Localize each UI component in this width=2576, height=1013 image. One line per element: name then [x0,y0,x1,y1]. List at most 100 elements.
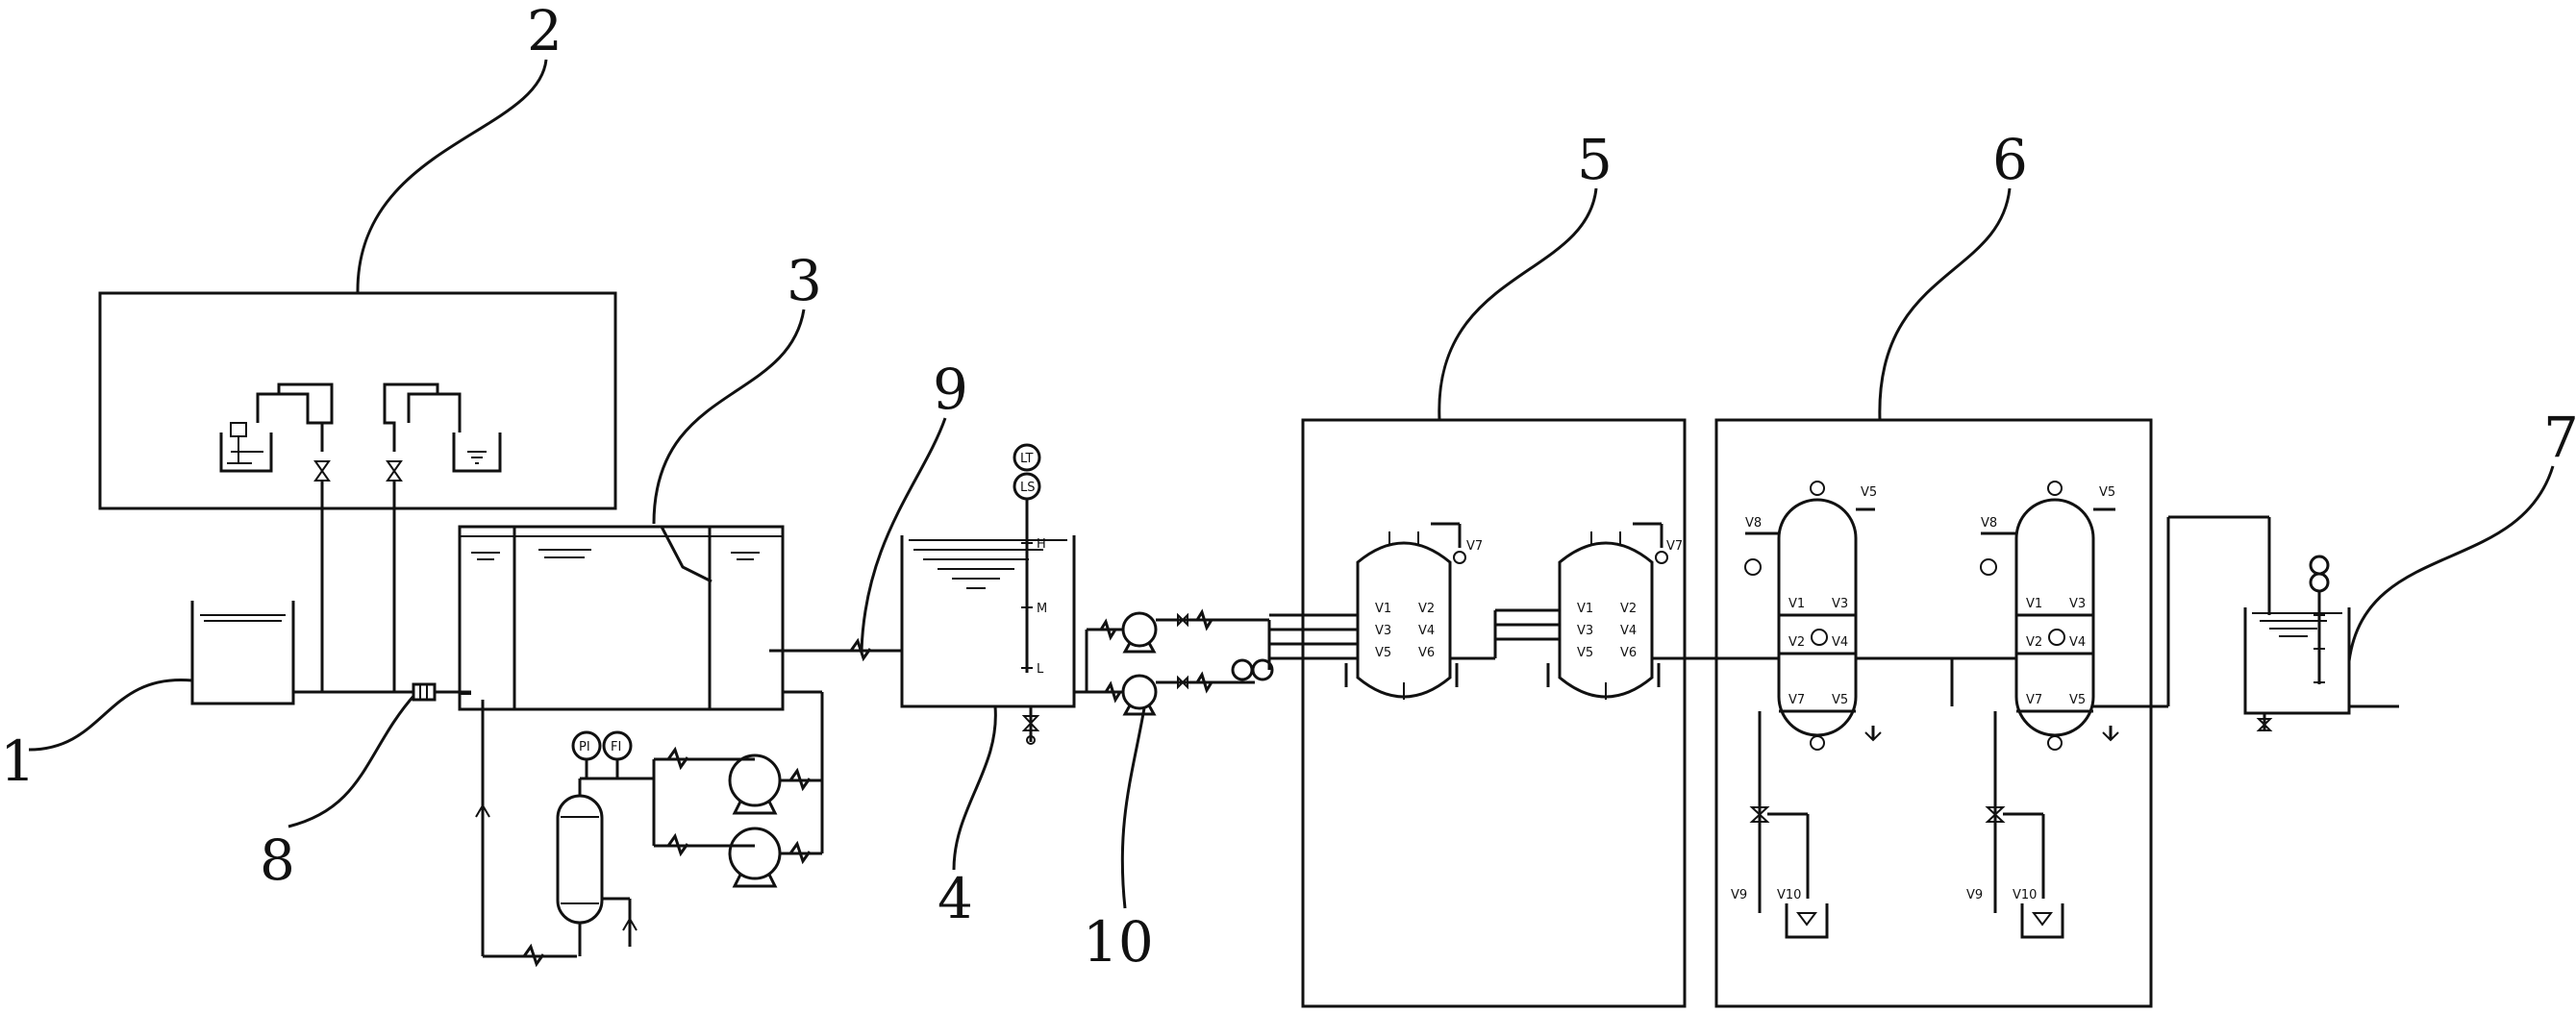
callout-10: 10 [1083,909,1154,975]
gauge-6c-icon [1744,558,1762,576]
ls-instrument-tank7-icon [2309,572,2330,593]
callout-group: 1 2 3 4 5 6 7 8 9 10 [0,0,2576,975]
v4-tag-5a: V4 [1418,624,1435,638]
check-valve-top-icon [666,746,689,771]
level-m-tag: M [1037,602,1047,616]
raw-water-tank [190,601,295,705]
v4-tag-6c: V4 [1832,635,1848,650]
pi-inline-icon [1231,658,1254,681]
leader-1 [28,678,193,752]
dosing-pump-right [383,383,462,452]
callout-1: 1 [0,729,36,794]
v3-tag-5a: V3 [1375,624,1391,638]
gauge-6d-icon [1980,558,1997,576]
v9-tag-6c: V9 [1731,888,1747,902]
v7-tag-5b: V7 [1666,539,1683,554]
callout-4: 4 [938,866,973,931]
v3-tag-6d: V3 [2069,597,2086,611]
raw-water-tank-body [190,601,295,705]
check-valve-icon [522,943,545,968]
recycle-loop: PI FI [475,690,824,968]
leader-8 [288,692,417,828]
lt-instrument-icon [1013,443,1041,472]
check-valve-9-icon [849,637,872,662]
leader-6 [1878,187,2012,421]
fi-tag: FI [611,740,621,754]
v5-tag-6d: V5 [2069,693,2086,707]
v7-tag-6d: V7 [2026,693,2042,707]
lift-pumps [1074,608,1274,716]
v2-tag-5b: V2 [1620,602,1637,616]
v2-tag-6d: V2 [2026,635,2042,650]
leader-7 [2347,465,2555,662]
filter-unit-5: V7 V1 V2 V3 V4 V5 V6 V7 V1 V2 V3 V4 V5 V… [1269,418,1779,1008]
callout-3: 3 [787,248,822,313]
product-tank-body [2243,607,2351,715]
level-h-tag: H [1037,537,1046,552]
v3-tag-5b: V3 [1577,624,1593,638]
dosing-tank-right [452,432,502,473]
sedimentation-tank [458,525,785,711]
filter-unit-5-frame [1301,418,1687,1008]
callout-5: 5 [1577,127,1613,192]
intermediate-tank: LT LS H M L [900,443,1076,745]
lt-instrument-tank7-icon [2309,555,2330,576]
exchange-unit-6-frame [1714,418,2153,1008]
dosing-unit [98,291,617,692]
v10-tag-6d: V10 [2013,888,2037,902]
recycle-pump-1-icon [728,754,782,807]
v4-tag-6d: V4 [2069,635,2086,650]
dosing-tank-left [219,432,273,473]
air-inlet-arrow-icon [622,917,638,931]
v2-tag-5a: V2 [1418,602,1435,616]
callout-8: 8 [260,828,295,893]
dosing-unit-frame [98,291,617,510]
brine-tank-c [1785,903,1829,939]
vent-valve-v7-a-icon [1453,551,1466,564]
lift-pump-2-icon [1121,674,1158,710]
v6-tag-6d: V5 [2099,485,2115,500]
v4-tag-5b: V4 [1620,624,1637,638]
v1-tag-6c: V1 [1788,597,1805,611]
drain-valve-tank7-icon [2256,718,2273,731]
flow-arrow-up-icon [475,803,490,818]
v3-tag-6c: V3 [1832,597,1848,611]
v6-tag-5a: V6 [1418,646,1435,660]
v5-tag-6c: V5 [1832,693,1848,707]
v8-tag-6c: V8 [1745,516,1762,531]
leader-9 [860,417,947,652]
v1-tag-5a: V1 [1375,602,1391,616]
dosing-valve-left-icon [313,460,331,482]
v5-tag-5a: V5 [1375,646,1391,660]
check-valve-bottom-icon [666,832,689,857]
leader-4 [952,705,997,871]
v1-tag-5b: V1 [1577,602,1593,616]
filter-vessel-b [1558,541,1654,699]
regen-valve-d-icon [1985,806,2006,823]
recycle-pump-2-icon [728,827,782,880]
pi-tag: PI [579,740,590,754]
mixer-motor-icon [230,422,247,437]
leader-3 [652,309,806,525]
pipeline-mixer-icon [412,682,437,702]
inclined-plate [660,526,713,583]
v6-tag-5b: V6 [1620,646,1637,660]
v7-tag-5a: V7 [1466,539,1483,554]
callout-2: 2 [527,0,563,63]
v5-tag-5b: V5 [1577,646,1593,660]
drain-valve-icon [1021,715,1040,731]
exchange-unit-6: V8 V5 V1 V3 V2 V4 V7 V5 V9 V10 V8 V5 [1714,418,2168,1008]
v6-tag-6c: V5 [1861,485,1877,500]
filter-vessel-a [1356,541,1452,699]
callout-7: 7 [2543,405,2576,470]
regen-valve-c-icon [1749,806,1770,823]
fi-inline-icon [1251,658,1274,681]
lt-tag-tank4: LT [1020,452,1033,466]
pipeline-mixer-8 [412,682,437,702]
v9-tag-6d: V9 [1966,888,1983,902]
ls-tag-tank4: LS [1020,481,1036,495]
v8-tag-6d: V8 [1981,516,1997,531]
dosing-pump-left [256,383,334,452]
leader-2 [356,59,548,294]
